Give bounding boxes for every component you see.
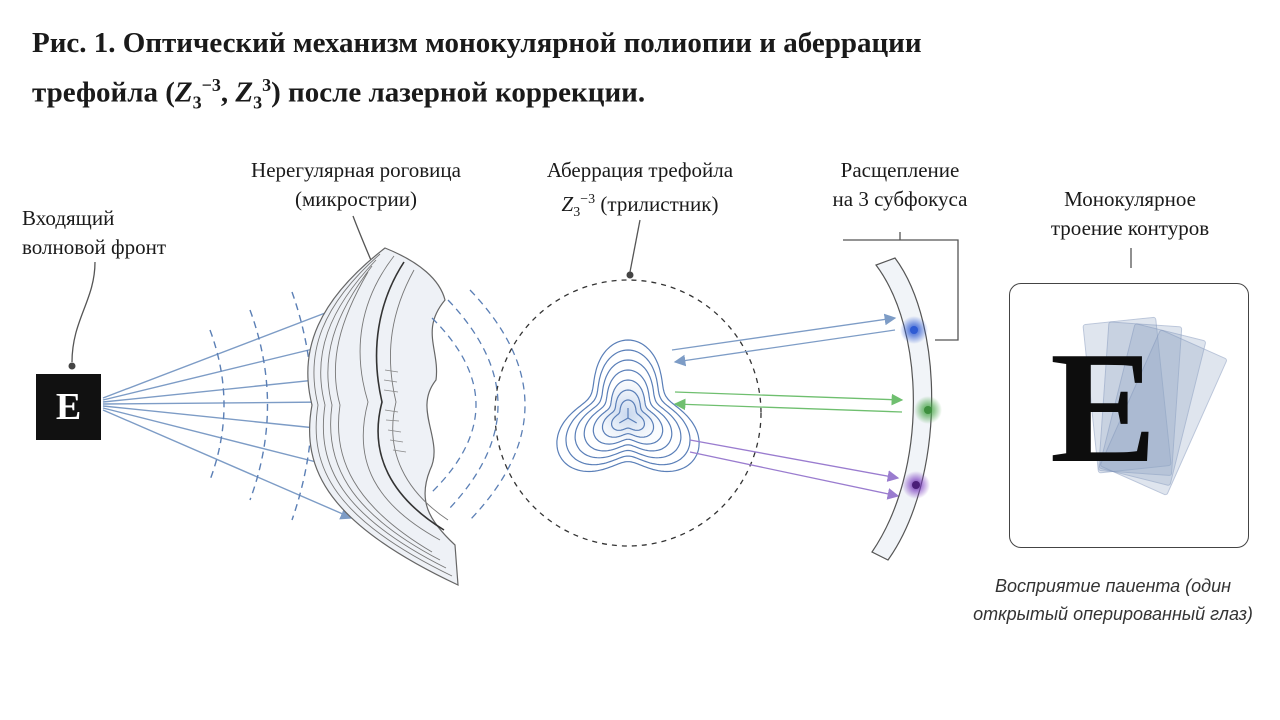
label-split-line-1: Расщепление	[840, 158, 960, 182]
subfoci	[900, 316, 942, 499]
zernike-order-1: 3	[192, 92, 202, 113]
label-wavefront-line-1: Входящий	[22, 206, 115, 230]
cornea	[307, 247, 459, 586]
label-wavefront: Входящий волновой фронт	[22, 204, 182, 262]
leader-trefoil	[629, 219, 641, 273]
label-trefoil-line-1: Аберрация трефойла	[546, 158, 734, 182]
leader-lines	[68, 215, 1132, 370]
label-trefoil-z: Z	[561, 192, 574, 216]
trefoil-contour	[565, 349, 691, 466]
zernike-symbol-2: Z	[235, 76, 254, 109]
trefoil-aberration	[494, 279, 762, 547]
label-wavefront-line-2: волновой фронт	[22, 235, 166, 259]
caption-line-2-suffix: ) после лазерной коррекции.	[271, 76, 646, 109]
label-perception-line-1: Монокулярное	[1064, 187, 1196, 211]
perceived-letter: E	[1050, 318, 1157, 496]
label-split-line-2: на 3 субфокуса	[832, 187, 968, 211]
cornea-body	[307, 247, 459, 586]
leader-wavefront	[71, 261, 96, 363]
label-cornea: Нерегулярная роговица (микрострии)	[226, 156, 486, 214]
caption-line-1: Рис. 1. Оптический механизм монокулярной…	[32, 27, 922, 59]
perception-panel: E	[1009, 283, 1249, 548]
trefoil-contour	[583, 369, 673, 452]
caption-comma: ,	[220, 76, 236, 109]
trefoil-contour	[574, 359, 682, 459]
zernike-symbol-1: Z	[174, 76, 193, 109]
label-perception: Монокулярное троение контуров	[1020, 185, 1240, 243]
outgoing-wavefront-arcs	[431, 289, 526, 521]
label-trefoil-rest: (трилистник)	[595, 192, 719, 216]
zernike-order-2: 3	[253, 92, 263, 113]
trefoil-center-line	[619, 417, 629, 424]
patient-perception-note: Восприятие паиента (один открытый оперир…	[973, 576, 1253, 624]
zernike-frequency-1: −3	[201, 75, 221, 95]
label-split: Расщепление на 3 субфокуса	[808, 156, 992, 214]
label-trefoil: Аберрация трефойла Z3−3 (трилистник)	[520, 156, 760, 227]
source-letter-box: E	[36, 374, 101, 440]
trefoil-boundary	[494, 279, 762, 547]
label-trefoil-sub: 3	[573, 205, 581, 221]
caption-line-2-prefix: трефойла (	[32, 76, 175, 109]
wavefront-arcs	[209, 291, 313, 521]
zernike-frequency-2: 3	[262, 75, 272, 95]
label-cornea-line-2: (микрострии)	[295, 187, 417, 211]
figure-caption: Рис. 1. Оптический механизм монокулярной…	[32, 22, 1092, 123]
leader-trefoil-dot	[626, 271, 634, 279]
label-trefoil-sup: −3	[580, 192, 596, 207]
split-rays	[671, 313, 904, 500]
trefoil-center-line	[627, 417, 637, 424]
source-letter: E	[55, 386, 82, 428]
label-cornea-line-1: Нерегулярная роговица	[251, 158, 461, 182]
label-perception-line-2: троение контуров	[1050, 216, 1210, 240]
leader-wavefront-dot	[68, 362, 76, 370]
trefoil-contour	[556, 339, 700, 473]
